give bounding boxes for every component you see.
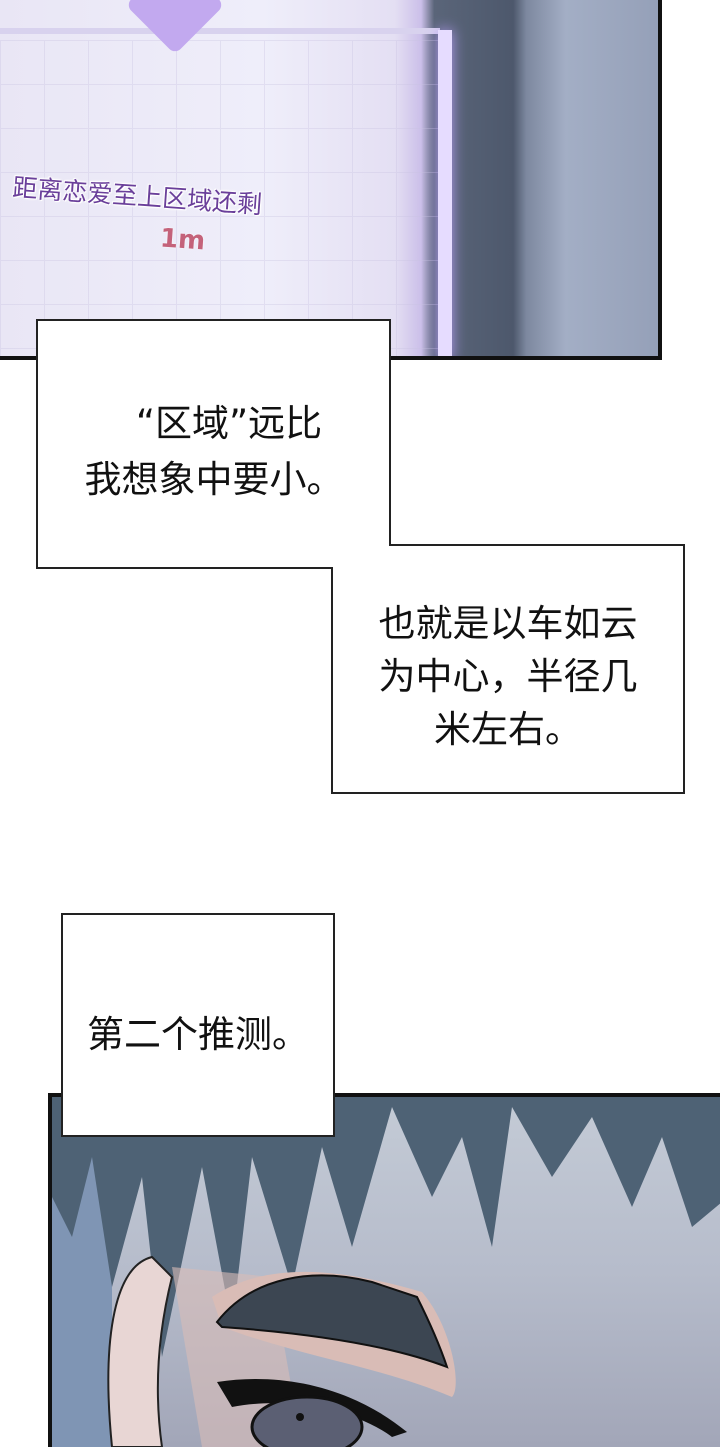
caption-line: 米左右。: [434, 708, 582, 751]
caption-3: 第二个推测。: [61, 913, 335, 1137]
screen-grid: [0, 40, 440, 356]
top-panel-hologram-screen: 距离恋爱至上区域还剩 1m: [0, 0, 662, 360]
screen-glow-edge: [438, 30, 452, 356]
face-illustration: [52, 1097, 720, 1447]
caption-1: “区域”远比 我想象中要小。: [40, 396, 388, 508]
bottom-panel-face-closeup: [48, 1093, 720, 1447]
caption-line: 为中心，半径几: [378, 655, 638, 698]
screen-frame: [0, 28, 440, 34]
caption-line: 我想象中要小。: [84, 458, 344, 501]
caption-line: “区域”远比: [135, 402, 323, 445]
caption-1-2-outline: [36, 319, 685, 794]
caption-line: 也就是以车如云: [378, 602, 638, 645]
caption-2: 也就是以车如云 为中心，半径几 米左右。: [335, 597, 681, 756]
caption-line: 第二个推测。: [87, 1013, 309, 1056]
